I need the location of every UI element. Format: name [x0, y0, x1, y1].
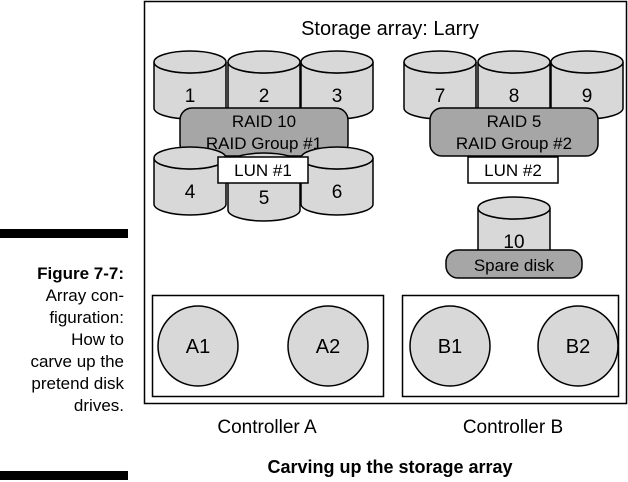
figure-label: Figure 7-7: [37, 264, 124, 283]
caption-text: Array con- figuration: How to carve up t… [30, 286, 124, 415]
controller-a-name: Controller A [217, 417, 317, 438]
port-b1-circle [409, 305, 491, 387]
disk-top [300, 50, 374, 74]
figure-title: Carving up the storage array [267, 457, 512, 477]
storage-array-frame [143, 0, 628, 405]
disk-1: 1 [153, 50, 227, 120]
disk-label: 9 [582, 86, 593, 107]
disk-7: 7 [403, 50, 477, 120]
disk-top [300, 146, 374, 170]
disk-4: 4 [153, 146, 227, 216]
raid-group-1-level: RAID 10 [232, 112, 296, 131]
disk-8: 8 [477, 50, 551, 120]
port-a1-circle [157, 305, 239, 387]
raid-group-2-name: RAID Group #2 [456, 134, 572, 153]
spare-disk-box [445, 249, 583, 279]
port-b2-label: B2 [566, 336, 590, 358]
lun-2-label: LUN #2 [484, 161, 542, 180]
raid-group-1-name: RAID Group #1 [206, 134, 322, 153]
port-b2-circle [537, 305, 619, 387]
raid-group-2-level: RAID 5 [487, 112, 542, 131]
disk-top [227, 50, 301, 74]
disk-label: 7 [435, 86, 446, 107]
array-title: Storage array: Larry [301, 18, 479, 40]
port-a2-circle [287, 305, 369, 387]
disk-label: 5 [259, 188, 270, 209]
disk-label: 10 [503, 232, 524, 253]
disk-label: 3 [332, 86, 343, 107]
spare-disk-label: Spare disk [474, 256, 555, 275]
lun-2-box [467, 156, 559, 184]
disk-top [153, 50, 227, 74]
disk-top [153, 146, 227, 170]
lun-1-label: LUN #1 [234, 161, 292, 180]
disk-3: 3 [300, 50, 374, 120]
disk-top [477, 50, 551, 74]
raid-group-2-box [429, 107, 599, 157]
port-b1-label: B1 [438, 336, 462, 358]
disk-6: 6 [300, 146, 374, 216]
disk-label: 8 [509, 86, 520, 107]
caption-divider-top [0, 229, 128, 238]
controller-b-name: Controller B [463, 417, 563, 438]
disk-top [403, 50, 477, 74]
port-a2-label: A2 [316, 336, 340, 358]
disk-label: 4 [185, 182, 196, 203]
port-a1-label: A1 [186, 336, 210, 358]
disk-label: 6 [332, 182, 343, 203]
disk-label: 2 [259, 86, 270, 107]
disk-top [477, 196, 551, 220]
controller-a-box [151, 294, 385, 398]
disk-top [550, 50, 624, 74]
figure-caption: Figure 7-7: Array con- figuration: How t… [0, 263, 124, 417]
disk-label: 1 [185, 86, 196, 107]
lun-1-box [217, 156, 309, 184]
caption-divider-bottom [0, 471, 128, 480]
